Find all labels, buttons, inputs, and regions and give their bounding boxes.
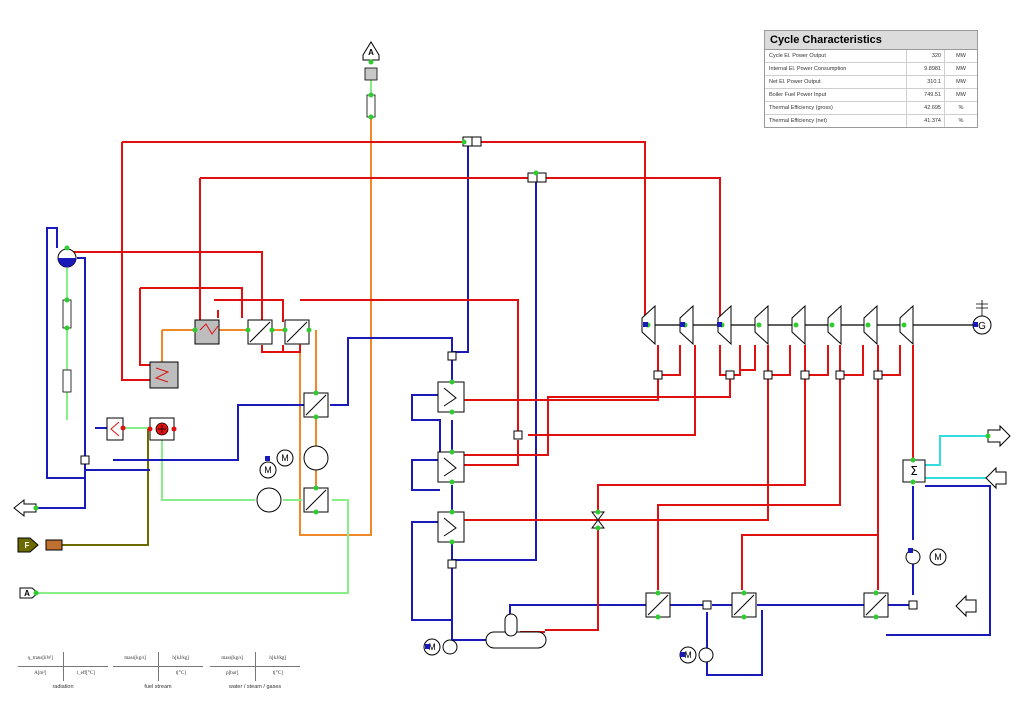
svg-text:M: M (684, 650, 692, 660)
fuel-source (17, 537, 63, 553)
water-lines (28, 142, 991, 676)
table-row: Cycle El. Power Output 320 MW (765, 50, 977, 63)
air-top-label: A (368, 48, 374, 57)
boiler-heat-exchangers (247, 319, 329, 513)
legend-tl: q_trans[kW] (18, 652, 64, 666)
legend-tr: h[kJ/kg] (172, 656, 190, 661)
legend-radiation: q_trans[kW] A[m²] t_eff[°C] radiation (18, 652, 108, 690)
row-value: 310.1 (907, 76, 945, 88)
legend-br: t_eff[°C] (76, 671, 95, 676)
row-unit: MW (956, 92, 966, 98)
fan-motors: M M (256, 445, 329, 513)
row-value: 41.374 (907, 115, 945, 127)
row-label: Net El. Power Output (765, 76, 907, 88)
row-value: 320 (907, 50, 945, 62)
legend-caption: radiation (52, 684, 74, 690)
cooling-water-lines (925, 435, 990, 479)
radiant-superheater (194, 319, 220, 345)
legend-fuel-stream: mass[kg/s] h[kJ/kg] t[°C] fuel stream (113, 652, 203, 690)
row-label: Thermal Efficiency (gross) (765, 102, 907, 114)
lp-feedwater-heaters (645, 592, 889, 618)
table-row: Thermal Efficiency (net) 41.374 % (765, 115, 977, 127)
row-label: Cycle El. Power Output (765, 50, 907, 62)
legend-br: t[°C] (175, 671, 186, 676)
feed-pump: M (423, 638, 458, 656)
legend-bl: p[bar] (210, 667, 256, 681)
motor-glyph: M (281, 453, 289, 463)
fuel-line (62, 429, 155, 546)
air-left-label: A (24, 589, 30, 598)
generator: G (972, 300, 992, 335)
generator-glyph: G (978, 321, 986, 332)
legend-tr (64, 652, 109, 666)
steam-lines (67, 141, 914, 633)
row-value: 9.8981 (907, 63, 945, 75)
evaporator-tubes (62, 94, 376, 393)
io-arrows (13, 41, 1011, 618)
junctions (80, 351, 918, 610)
row-label: Boiler Fuel Power Input (765, 89, 907, 101)
condenser: Σ (902, 459, 926, 483)
burner (149, 417, 175, 441)
air-lines (35, 75, 372, 594)
row-label: Thermal Efficiency (net) (765, 115, 907, 127)
row-unit: MW (956, 79, 966, 85)
row-value: 42.695 (907, 102, 945, 114)
legend-tl: mass[kg/s] (210, 652, 256, 666)
condensate-pumps: M M (679, 548, 947, 664)
legend-tl: mass[kg/s] (113, 652, 159, 666)
hp-feedwater-heaters (437, 381, 465, 543)
row-label: Internal El. Power Consumption (765, 63, 907, 75)
legend-tr: h[kJ/kg] (269, 656, 287, 661)
row-unit: % (958, 105, 964, 111)
port-markers-blue (265, 322, 978, 657)
row-unit: MW (956, 66, 966, 72)
control-valves (462, 136, 547, 183)
row-value: 749.51 (907, 89, 945, 101)
legend-bl (113, 667, 159, 681)
svg-text:M: M (934, 552, 942, 562)
fuel-label: F (25, 541, 30, 550)
legend-br: t[°C] (272, 671, 283, 676)
legend-caption: water / steam / gases (228, 684, 282, 690)
row-unit: % (958, 118, 964, 124)
row-unit: MW (956, 53, 966, 59)
legend-water-steam-gases: mass[kg/s] h[kJ/kg] p[bar] t[°C] water / s… (210, 652, 300, 690)
table-row: Internal El. Power Consumption 9.8981 MW (765, 63, 977, 76)
svg-text:M: M (428, 642, 436, 652)
port-markers-red (120, 425, 177, 432)
feedwater-tank (485, 613, 547, 649)
svg-text:M: M (264, 465, 272, 475)
legend-caption: fuel stream (144, 684, 172, 690)
svg-text:Σ: Σ (910, 464, 918, 478)
air-preheater (106, 417, 124, 441)
table-row: Thermal Efficiency (gross) 42.695 % (765, 102, 977, 115)
cycle-characteristics-table: Cycle Characteristics Cycle El. Power Ou… (764, 30, 978, 128)
table-title: Cycle Characteristics (765, 31, 977, 50)
legend-bl: A[m²] (18, 667, 64, 681)
table-row: Net El. Power Output 310.1 MW (765, 76, 977, 89)
steam-drum (57, 248, 77, 268)
table-row: Boiler Fuel Power Input 749.51 MW (765, 89, 977, 102)
stack-fan (364, 67, 378, 81)
furnace (149, 361, 179, 389)
